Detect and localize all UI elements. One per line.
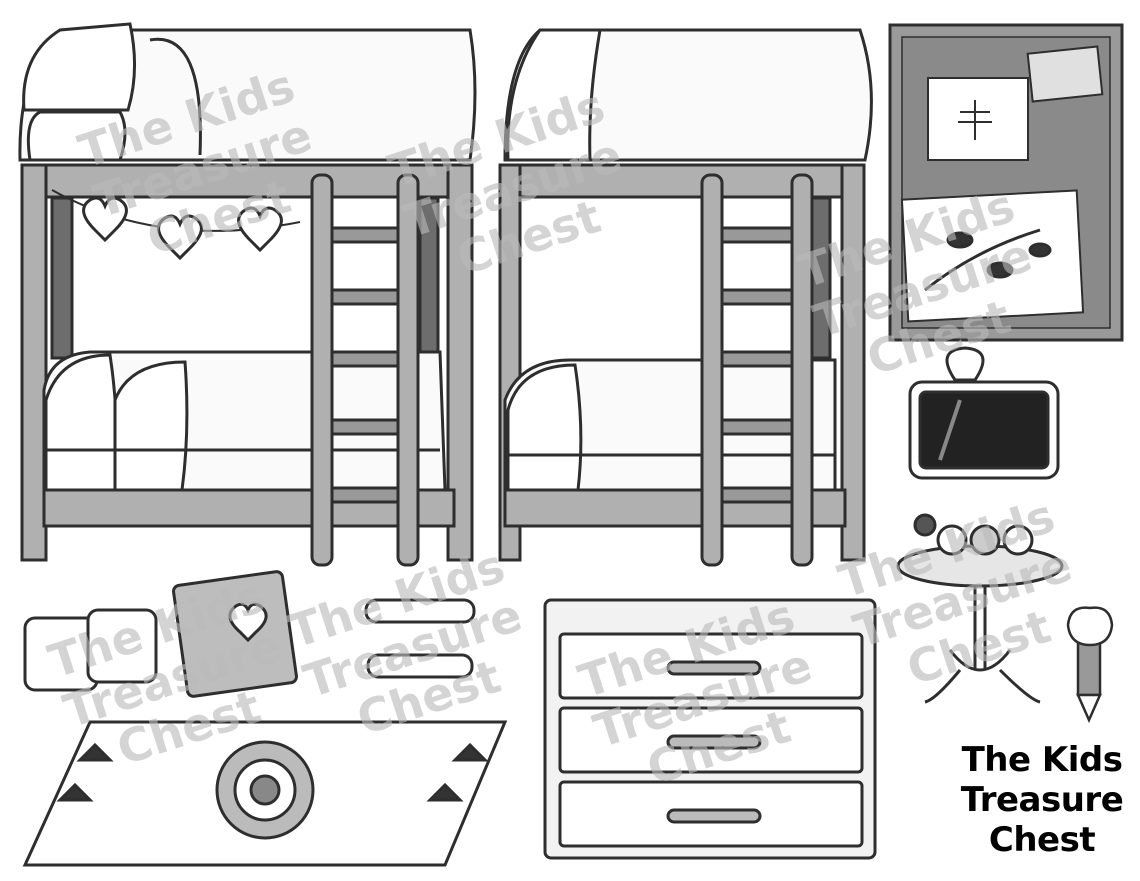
candle-jars	[23, 608, 158, 692]
bulletin-board	[888, 23, 1124, 342]
bunk-bed-right	[498, 28, 873, 567]
heart-garland-1	[82, 196, 128, 243]
spiral-notebook	[172, 570, 298, 698]
side-table	[896, 513, 1064, 704]
top-pillow	[506, 28, 602, 162]
logo-line-2: Treasure	[960, 780, 1124, 820]
tablet	[908, 346, 1060, 480]
leaf-drawing	[900, 189, 1085, 323]
heart-garland-2	[157, 214, 203, 261]
brand-logo: The Kids Treasure Chest	[952, 740, 1132, 860]
bunk-bed-left	[18, 22, 477, 567]
bottom-pillow-2	[113, 360, 189, 492]
cat-pencil	[1066, 606, 1114, 724]
bottom-pillow	[506, 363, 583, 492]
dresser	[543, 598, 877, 860]
rug	[22, 720, 508, 867]
top-pillow-front	[26, 110, 127, 162]
dragonfly-note	[927, 77, 1029, 161]
heart-garland-3	[237, 206, 283, 253]
logo-line-1: The Kids	[961, 740, 1123, 780]
logo-line-3: Chest	[988, 820, 1096, 860]
small-items	[364, 598, 476, 679]
tag-note	[1026, 45, 1104, 103]
top-pillow-back	[22, 22, 136, 112]
